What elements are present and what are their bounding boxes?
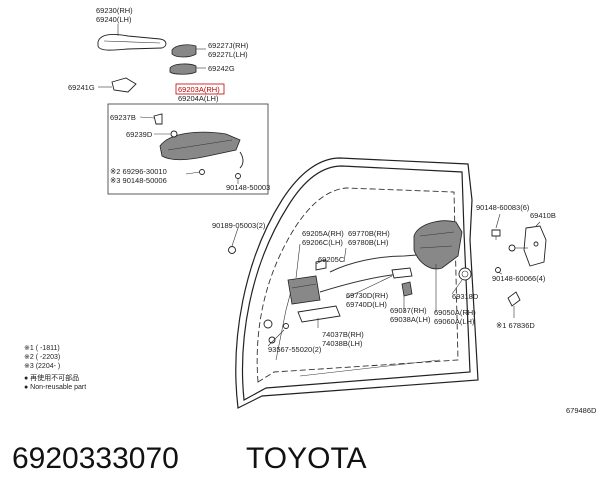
note-1: ※1 ( -1811) [24, 345, 60, 352]
door-mid-parts: 90189-05003(2) 69205A(RH) 69206C(LH) 697… [212, 220, 479, 354]
label-69205c: 69205C [318, 255, 345, 264]
label-69038a: 69038A(LH) [390, 315, 431, 324]
note-non-reusable-en: ● Non-reusable part [24, 384, 86, 391]
notes-block: ※1 ( -1811) ※2 ( -2203) ※3 (2204- ) ● 再使… [24, 345, 86, 391]
door-lock-assembly [413, 220, 463, 270]
handle-cover [171, 44, 197, 58]
label-69410b: 69410B [530, 211, 556, 220]
frame-screw [199, 169, 205, 175]
label-90148-50003: 90148-50003 [226, 183, 270, 192]
label-90148-60066: 90148-60066(4) [492, 274, 546, 283]
label-69203a: 69203A(RH) [178, 85, 220, 94]
frame-spring [239, 151, 244, 169]
label-69205a: 69205A(RH) [302, 229, 344, 238]
lock-rod [329, 253, 431, 273]
label-74038b: 74038B(LH) [322, 339, 363, 348]
label-74037b: 74037B(RH) [322, 330, 364, 339]
inside-handle-bracket [287, 275, 321, 305]
label-69740d: 69740D(LH) [346, 300, 387, 309]
label-69230: 69230(RH) [96, 6, 133, 15]
inner-frame-box: 69237B 69239D ※2 69296-30010 ※3 90148-50… [107, 103, 270, 195]
note-2: ※2 ( -2203) [24, 354, 60, 361]
label-69780b: 69780B(LH) [348, 238, 389, 247]
label-69227j: 69227J(RH) [208, 41, 249, 50]
note-non-reusable-jp: ● 再使用不可部品 [24, 373, 79, 382]
handle-bracket [111, 77, 137, 93]
caption-part-number: 6920333070 [12, 442, 179, 475]
cap-67836d [507, 291, 521, 307]
label-69730d: 69730D(RH) [346, 291, 389, 300]
label-69296: ※2 69296-30010 [110, 167, 167, 176]
label-90148-60083: 90148-60083(6) [476, 203, 530, 212]
label-69060a: 69060A(LH) [434, 317, 475, 326]
note-3: ※3 (2204- ) [24, 363, 60, 370]
label-69227l: 69227L(LH) [208, 50, 248, 59]
bolt-90148-60083 [491, 229, 501, 237]
striker-parts: 90148-60083(6) 69410B 90148-60066(4) ※1 … [476, 203, 556, 330]
ring-69318d [458, 267, 472, 281]
link-69037 [401, 281, 413, 297]
frame-bolt [235, 173, 241, 179]
screw-93567 [283, 323, 289, 329]
label-69239d: 69239D [126, 130, 153, 139]
label-90189: 90189-05003(2) [212, 221, 266, 230]
label-69206c: 69206C(LH) [302, 238, 343, 247]
frame-pin-69239d [170, 130, 178, 138]
highlight-box-69203a [175, 83, 225, 95]
plate-74037b [297, 305, 341, 323]
label-69318d: 69318D [452, 292, 479, 301]
label-90148-50006: ※3 90148-50006 [110, 176, 167, 185]
label-69237b: 69237B [110, 113, 136, 122]
label-69242g: 69242G [208, 64, 235, 73]
label-69770b: 69770B(RH) [348, 229, 390, 238]
handle-pad [169, 63, 197, 75]
label-69050a: 69050A(RH) [434, 308, 476, 317]
label-93567: 93567-55020(2) [268, 345, 322, 354]
label-69240: 69240(LH) [96, 15, 132, 24]
rear-door-outline [228, 157, 479, 409]
label-67836d: ※1 67836D [496, 321, 535, 330]
screw-90148-60066 [495, 267, 501, 273]
label-69241g: 69241G [68, 83, 95, 92]
diagram-code: 679486D [566, 406, 597, 415]
frame-clip-69237b [153, 113, 163, 125]
label-69204a: 69204A(LH) [178, 94, 219, 103]
label-69037: 69037(RH) [390, 306, 427, 315]
caption-brand: TOYOTA [246, 442, 367, 475]
rod-bracket [391, 267, 413, 279]
outside-handle-group: 69230(RH) 69240(LH) 69227J(RH) 69227L(LH… [68, 6, 249, 93]
